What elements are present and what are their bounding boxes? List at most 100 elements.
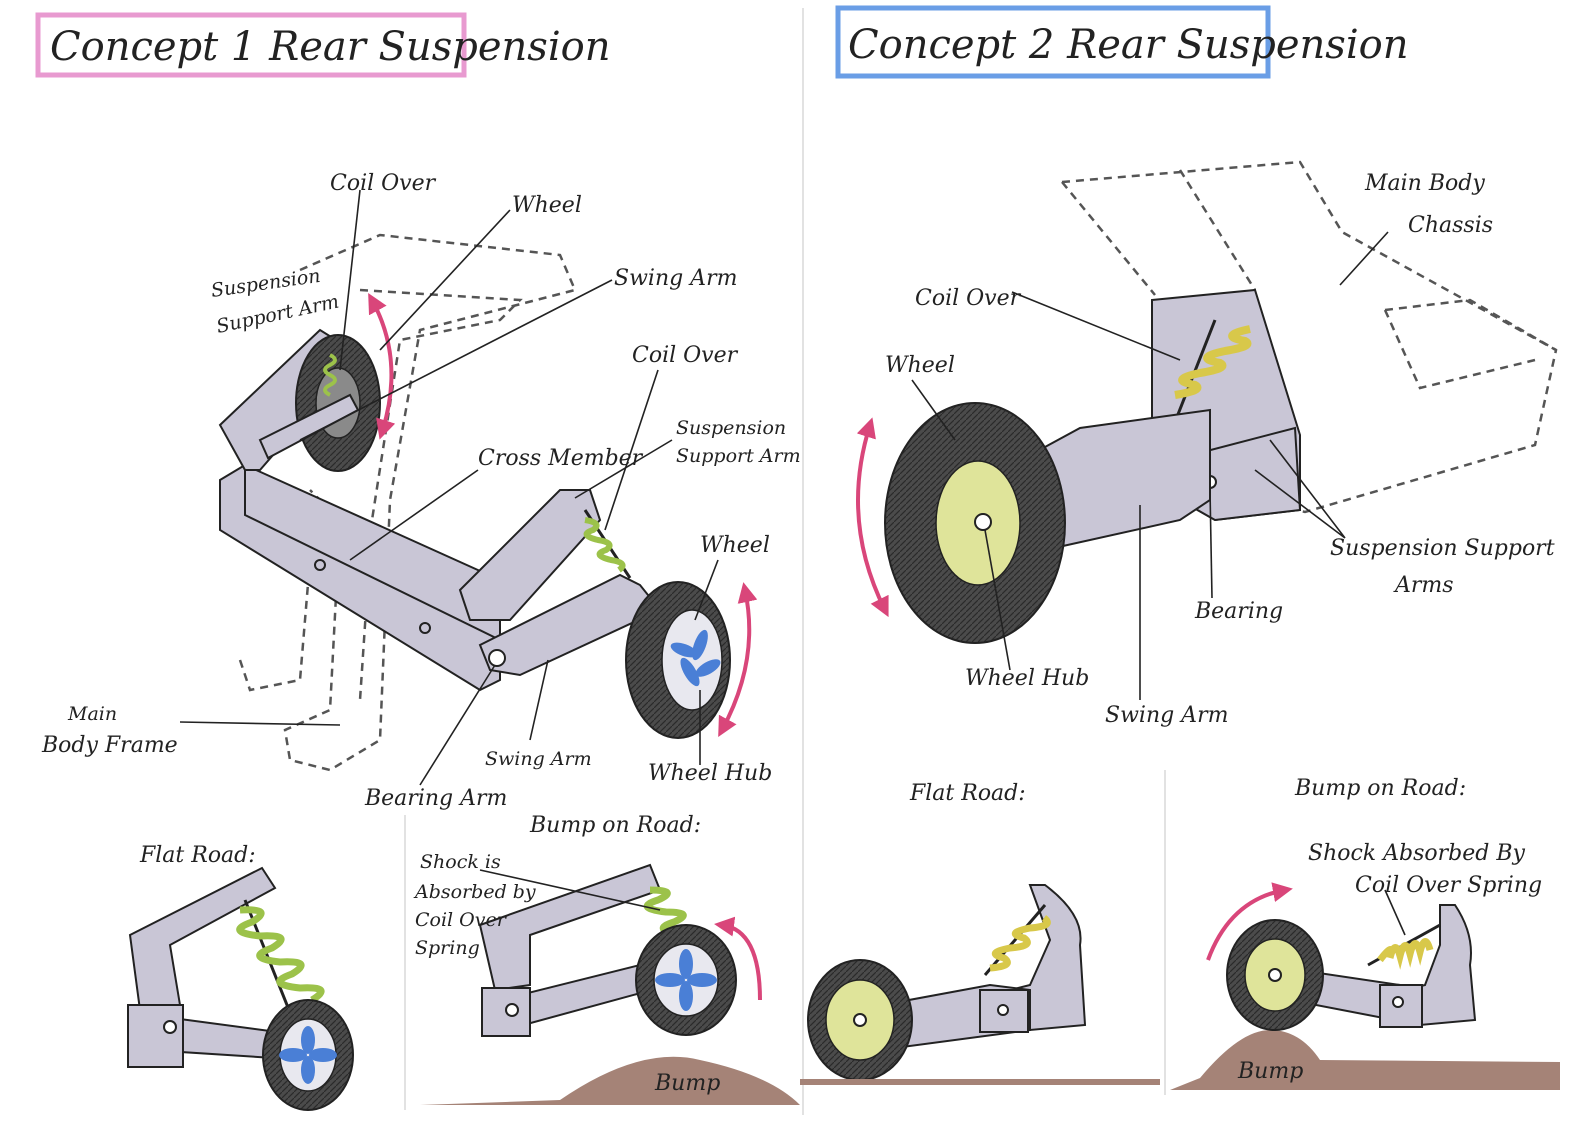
main-body-chassis-edge-2 (1178, 169, 1257, 291)
concept1-bump-panel: Bump on Road: Bump Shock is Absorbed by … (413, 813, 800, 1105)
concept1-flat-bearing-block (127, 1004, 184, 1068)
label-coil-over-right: Coil Over (632, 343, 739, 368)
left-wheel-motion-arrow (368, 292, 396, 440)
concept1-flat-road-title: Flat Road: (139, 843, 256, 868)
label-suspension-support-arm-right-1: Suspension (676, 417, 786, 439)
concept2-flat-spring-icon (989, 915, 1051, 972)
concept2-title: Concept 2 Rear Suspension (835, 5, 1408, 79)
concept2-coil-over-spring-icon (1174, 325, 1252, 399)
label-wheel-hub: Wheel Hub (648, 761, 772, 786)
concept1-bump-title: Bump on Road: (529, 813, 701, 838)
main-body-chassis-edge-1 (1061, 181, 1156, 296)
concept2-support-arms-leader (1254, 439, 1346, 539)
right-wheel-motion-arrow (718, 582, 758, 738)
concept2-bump-motion-arrow (1206, 882, 1293, 961)
cross-member-bolt-1 (314, 559, 326, 571)
concept2-title-text: Concept 2 Rear Suspension (848, 22, 1408, 68)
concept2-bump-note-1: Shock Absorbed By (1308, 841, 1525, 866)
concept1-bump-road (420, 1056, 800, 1105)
concept2-label-wheel-hub: Wheel Hub (965, 666, 1089, 691)
concept2-label-bearing: Bearing (1194, 599, 1283, 624)
concept1-bump-note-3: Coil Over (415, 909, 508, 931)
label-coil-over-top: Coil Over (330, 171, 437, 196)
concept1-bump-note-4: Spring (415, 937, 480, 959)
label-wheel-right: Wheel (700, 533, 770, 558)
concept1-bump-label: Bump (654, 1071, 720, 1096)
concept2-bump-note-2: Coil Over Spring (1355, 873, 1542, 898)
main-body-frame-left (238, 559, 312, 692)
concept2-bump-hub-pivot (1268, 968, 1282, 982)
concept1-bump-pivot (505, 1003, 519, 1017)
concept1-bump-motion-arrow (714, 916, 762, 1001)
main-body-frame-inner (358, 288, 523, 701)
wheel-right-leader (694, 559, 719, 621)
concept2-bearing-leader (1209, 489, 1213, 599)
concept2-bump-bearing (1392, 996, 1404, 1008)
concept1-title-text: Concept 1 Rear Suspension (50, 24, 610, 70)
concept2-bump-note-leader (1384, 889, 1406, 936)
concept2-main-drawing: Main Body Chassis Coil Over Wheel Suspen… (856, 160, 1558, 728)
concept2-label-main-body-2: Chassis (1408, 213, 1493, 238)
label-wheel-top: Wheel (512, 193, 582, 218)
concept2-label-suspension-support-arms-2: Arms (1393, 573, 1454, 598)
concept2-bump-title: Bump on Road: (1294, 776, 1466, 801)
concept2-coil-over-leader (1011, 291, 1181, 361)
concept2-hub-pivot (974, 513, 992, 531)
concept2-wheel-hub-leader (984, 529, 1011, 671)
concept1-bump-hub (653, 943, 719, 1017)
left-coil-over-spring-icon (323, 353, 337, 397)
concept2-bump-panel: Bump on Road: Bump Shock Absorbed By Coi… (1170, 776, 1560, 1090)
swing-arm-top-leader (299, 279, 613, 441)
concept1-bump-note-2: Absorbed by (413, 881, 536, 903)
concept2-bump-spring-icon (1377, 938, 1434, 970)
coil-over-right-leader (604, 369, 659, 531)
right-wheel-hub-fan-icon (670, 629, 721, 687)
concept2-wheel-leader (911, 379, 956, 441)
label-bearing-arm: Bearing Arm (364, 786, 507, 811)
concept2-bump-label: Bump (1237, 1059, 1303, 1084)
right-suspension-support-arm (458, 489, 602, 621)
main-body-frame-leader (179, 721, 341, 726)
concept1-bump-note-1: Shock is (420, 851, 501, 873)
suspension-support-arm-right-leader (574, 439, 673, 499)
wheel-top-leader (379, 209, 511, 351)
concept2-main-body-leader (1339, 231, 1389, 286)
label-cross-member: Cross Member (478, 446, 644, 471)
main-body-frame-outline (283, 233, 577, 772)
concept2-label-main-body-1: Main Body (1364, 171, 1485, 196)
concept2-label-wheel: Wheel (885, 353, 955, 378)
concept1-flat-hub-fan-icon (279, 1026, 337, 1084)
concept1-flat-spring-icon (236, 906, 325, 1003)
concept2-bump-road (1170, 1030, 1560, 1090)
concept2-flat-bearing (997, 1004, 1009, 1016)
concept2-label-suspension-support-arms-1: Suspension Support (1330, 536, 1555, 561)
concept2-label-coil-over: Coil Over (915, 286, 1022, 311)
concept1-flat-road-panel: Flat Road: (127, 843, 354, 1111)
label-main-body-frame-2: Body Frame (41, 733, 178, 758)
concept2-title-frame (835, 5, 1271, 79)
concept1-main-drawing: Coil Over Wheel Suspension Support Arm S… (41, 171, 801, 811)
concept2-label-swing-arm: Swing Arm (1105, 703, 1228, 728)
concept2-flat-coil-rod (983, 904, 1047, 976)
coil-over-top-leader (339, 189, 361, 371)
concept2-flat-road-panel: Flat Road: (800, 781, 1160, 1085)
cross-member-bolt-2 (419, 622, 431, 634)
main-body-chassis-seat (1383, 298, 1557, 390)
bearing-arm-pivot (488, 649, 506, 667)
concept1-title: Concept 1 Rear Suspension (35, 12, 610, 78)
concept1-bump-note-leader (479, 869, 661, 911)
bearing-arm-leader (419, 664, 496, 786)
label-suspension-support-arm-right-2: Support Arm (676, 445, 801, 467)
right-coil-over-spring-icon (583, 517, 626, 573)
concept2-flat-road-title: Flat Road: (909, 781, 1026, 806)
label-swing-arm-top: Swing Arm (614, 266, 737, 291)
concept2-flat-hub-pivot (853, 1013, 867, 1027)
concept1-bump-hub-fan-icon (655, 949, 717, 1011)
concept1-title-frame (35, 12, 467, 78)
swing-arm-bottom-leader (529, 659, 549, 741)
cross-member-leader (349, 469, 479, 561)
concept1-flat-pivot (163, 1020, 177, 1034)
label-swing-arm-bottom: Swing Arm (485, 748, 592, 770)
label-main-body-frame-1: Main (67, 703, 117, 725)
